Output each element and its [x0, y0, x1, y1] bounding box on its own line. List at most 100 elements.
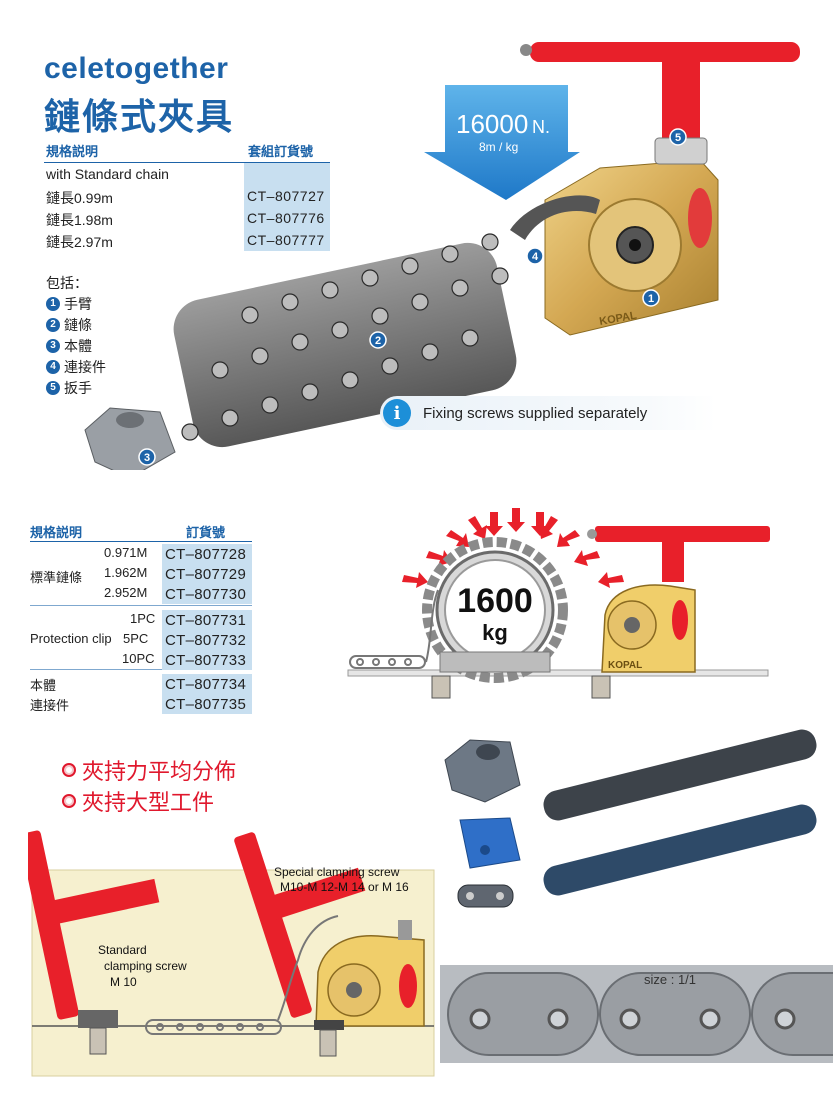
connector-icon	[84, 407, 176, 470]
feature-item: 夾持大型工件	[62, 785, 214, 817]
row-sub: 5PC	[123, 631, 149, 646]
row-sub: 2.952M	[104, 585, 148, 600]
bullet-circle-icon	[62, 763, 76, 777]
info-text: Fixing screws supplied separately	[423, 404, 648, 422]
special-screw-sizes: M10-M 12-M 14 or M 16	[280, 880, 409, 894]
badge-4-icon: 4	[526, 247, 544, 265]
row-sub: 10PC	[122, 651, 155, 666]
col-spec-header: 規格説明	[46, 144, 99, 159]
list-item: 5 扳手	[46, 377, 106, 398]
table-row: 鏈長0.99m CT–807727	[44, 185, 330, 207]
info-banner: i Fixing screws supplied separately	[380, 396, 716, 430]
size-label: size : 1/1	[644, 972, 697, 987]
chain-size-strip	[440, 965, 833, 1063]
number-badge-icon: 4	[46, 359, 60, 374]
set-order-table-header: 規格説明 套組訂貨號	[44, 141, 330, 163]
group-label: Protection clip	[30, 631, 112, 646]
row-code: CT–807729	[162, 564, 252, 584]
pressure-arrows-icon	[402, 508, 624, 588]
list-item: 3 本體	[46, 335, 106, 356]
feature-text: 夾持力平均分佈	[82, 760, 237, 785]
info-icon: i	[383, 399, 411, 427]
group-standard-chain: 標準鏈條 0.971M CT–807728 1.962M CT–807729 2…	[30, 542, 252, 606]
badge-3-icon: 3	[138, 448, 156, 466]
arm-icon	[510, 195, 600, 240]
row-code: CT–807734	[162, 674, 252, 694]
list-item-label: 鏈條	[64, 317, 92, 334]
force-arrow-icon	[424, 85, 580, 200]
group-label: 標準鏈條	[30, 570, 83, 585]
parts-order-table: 規格説明 訂貨號 標準鏈條 0.971M CT–807728 1.962M CT…	[30, 520, 252, 716]
kopal-plate-label: KOPAL	[608, 660, 642, 671]
col-order-header: 訂貨號	[186, 525, 226, 540]
force-value: 16000	[456, 109, 528, 139]
svg-text:1: 1	[648, 293, 654, 305]
row-label: 鏈長0.99m	[46, 190, 113, 206]
svg-text:5: 5	[675, 132, 681, 144]
row-label: with Standard chain	[46, 166, 169, 182]
list-item-label: 連接件	[64, 359, 106, 376]
special-screw-label: Special clamping screw	[274, 865, 400, 879]
brand-name: celetogether	[44, 52, 229, 85]
standard-screw-label-2: clamping screw	[104, 959, 187, 973]
spare-parts-image	[444, 729, 817, 908]
chain-clamp-product-image: 5 4 1 2 3 16000 N. 8m / kg KOPAL	[84, 42, 800, 470]
load-value: 1600	[457, 582, 533, 620]
clamp-body-icon: KOPAL	[601, 584, 696, 673]
t-wrench-icon	[28, 830, 160, 1020]
row-sub: 0.971M	[104, 545, 148, 560]
table-row: with Standard chain	[44, 163, 330, 185]
includes-title: 包括：	[46, 275, 88, 292]
row-sub: 本體	[30, 678, 57, 693]
row-code: CT–807735	[162, 694, 252, 714]
row-code: CT–807731	[162, 610, 252, 630]
row-code	[244, 163, 330, 185]
includes-list: 包括： 1 手臂 2 鏈條 3 本體 4 連接件 5 扳手	[46, 272, 106, 398]
protection-clip-icon	[459, 817, 521, 869]
number-badge-icon: 3	[46, 338, 60, 353]
chain-link-icon	[457, 884, 514, 908]
col-spec-header: 規格説明	[30, 525, 83, 540]
svg-text:2: 2	[375, 335, 381, 347]
standard-screw-label: Standard	[98, 943, 147, 957]
chain-icon	[145, 915, 339, 1035]
parts-table-header: 規格説明 訂貨號	[30, 520, 252, 542]
set-order-table: 規格説明 套組訂貨號 with Standard chain 鏈長0.99m C…	[44, 141, 330, 251]
number-badge-icon: 1	[46, 296, 60, 311]
table-row: 鏈長2.97m CT–807777	[44, 229, 330, 251]
number-badge-icon: 2	[46, 317, 60, 332]
group-body-connector: 本體 CT–807734 連接件 CT–807735	[30, 670, 252, 716]
list-item: 1 手臂	[46, 293, 106, 314]
clamp-body-icon	[315, 920, 425, 1027]
list-item: 4 連接件	[46, 356, 106, 377]
row-sub: 1PC	[130, 611, 156, 626]
list-item-label: 手臂	[64, 296, 92, 313]
row-code: CT–807732	[162, 630, 252, 650]
row-label: 鏈長2.97m	[46, 234, 113, 250]
svg-text:4: 4	[532, 251, 539, 263]
feature-text: 夾持大型工件	[82, 791, 215, 816]
load-diagram: KOPAL 1600 kg	[340, 500, 780, 710]
row-code: CT–807733	[162, 650, 252, 670]
list-item-label: 本體	[64, 338, 92, 355]
row-code: CT–807730	[162, 584, 252, 604]
list-item-label: 扳手	[64, 380, 92, 397]
connector-icon	[444, 739, 521, 803]
page-title: 鏈條式夾具	[44, 97, 235, 138]
standard-screw-size: M 10	[110, 975, 137, 989]
number-badge-icon: 5	[46, 380, 60, 395]
badge-5-icon: 5	[669, 128, 687, 146]
t-wrench-icon	[234, 832, 366, 1018]
badge-2-icon: 2	[369, 331, 387, 349]
table-row: 鏈長1.98m CT–807776	[44, 207, 330, 229]
row-code: CT–807777	[244, 229, 330, 251]
row-code: CT–807727	[244, 185, 330, 207]
t-wrench-icon	[520, 42, 800, 165]
list-item: 2 鏈條	[46, 314, 106, 335]
row-code: CT–807728	[162, 544, 252, 564]
chain-segment-icon	[543, 729, 817, 896]
svg-text:3: 3	[144, 452, 150, 464]
row-sub: 連接件	[30, 698, 70, 713]
col-order-header: 套組訂貨號	[248, 144, 314, 159]
force-sub: 8m / kg	[479, 140, 518, 154]
